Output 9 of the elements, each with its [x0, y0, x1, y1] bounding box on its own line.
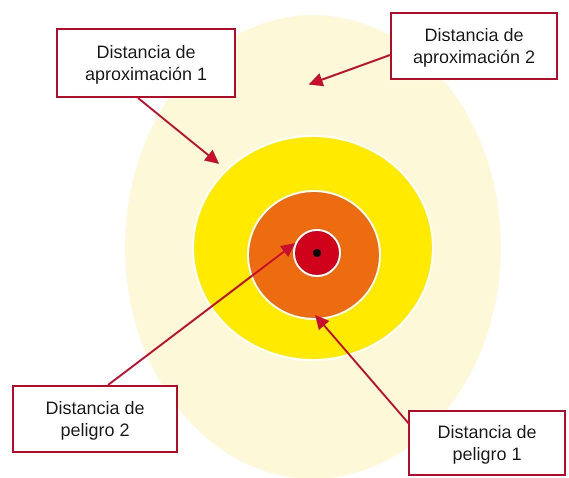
label-box: Distancia de aproximación 1 — [56, 28, 236, 98]
leader-arrow — [308, 54, 390, 86]
leader-arrow — [107, 243, 296, 386]
leader-arrow — [137, 97, 220, 164]
leader-arrow — [315, 314, 411, 426]
label-box: Distancia de peligro 2 — [12, 385, 178, 453]
label-box: Distancia de aproximación 2 — [390, 12, 558, 80]
zone-circle — [293, 229, 341, 277]
label-box: Distancia de peligro 1 — [408, 410, 566, 476]
